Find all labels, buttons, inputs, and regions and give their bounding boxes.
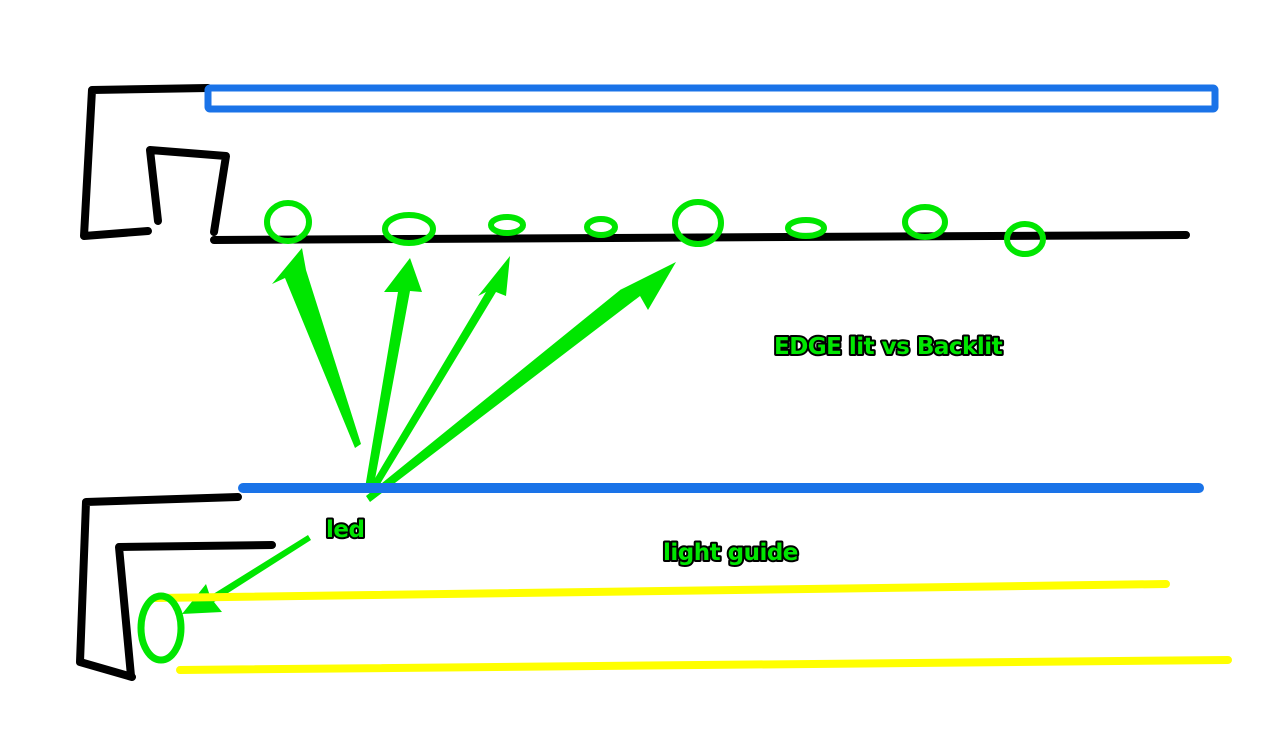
edge-lit-assembly	[76, 483, 1232, 681]
led-icon	[902, 204, 948, 240]
backlit-display-panel	[204, 84, 1219, 113]
edge-lit-housing-outer	[76, 493, 242, 681]
arrow-icon	[272, 248, 361, 448]
backlit-housing	[80, 84, 1190, 244]
arrow-icon	[366, 262, 676, 502]
arrow-icon	[365, 258, 422, 490]
backlit-housing-outer	[80, 84, 212, 240]
edge-lit-housing	[76, 493, 276, 681]
light-guide-top-edge	[151, 580, 1170, 602]
light-guide-label: light guide	[663, 540, 798, 566]
backlit-leds	[264, 199, 1046, 257]
led-icon	[382, 212, 436, 246]
backlit-led-strip-line	[210, 231, 1190, 244]
diagram-title: EDGE lit vs Backlit	[774, 334, 1003, 360]
labels: EDGE lit vs Backlit led light guide	[324, 332, 1005, 568]
backlit-housing-inner	[146, 146, 230, 236]
led-icon	[1004, 221, 1046, 257]
backlit-assembly	[80, 84, 1219, 257]
light-guide	[151, 580, 1232, 674]
led-icon	[785, 217, 827, 239]
led-icon	[488, 214, 526, 236]
led-label: led	[326, 517, 364, 543]
arrow-icon	[368, 256, 510, 494]
edge-led-icon	[137, 592, 185, 664]
led-pointer-arrows	[182, 248, 676, 614]
edge-lit-housing-inner	[115, 541, 276, 680]
led-icon	[584, 216, 618, 238]
led-icon	[672, 199, 724, 247]
led-icon	[264, 200, 312, 244]
light-guide-bottom-edge	[176, 656, 1232, 674]
